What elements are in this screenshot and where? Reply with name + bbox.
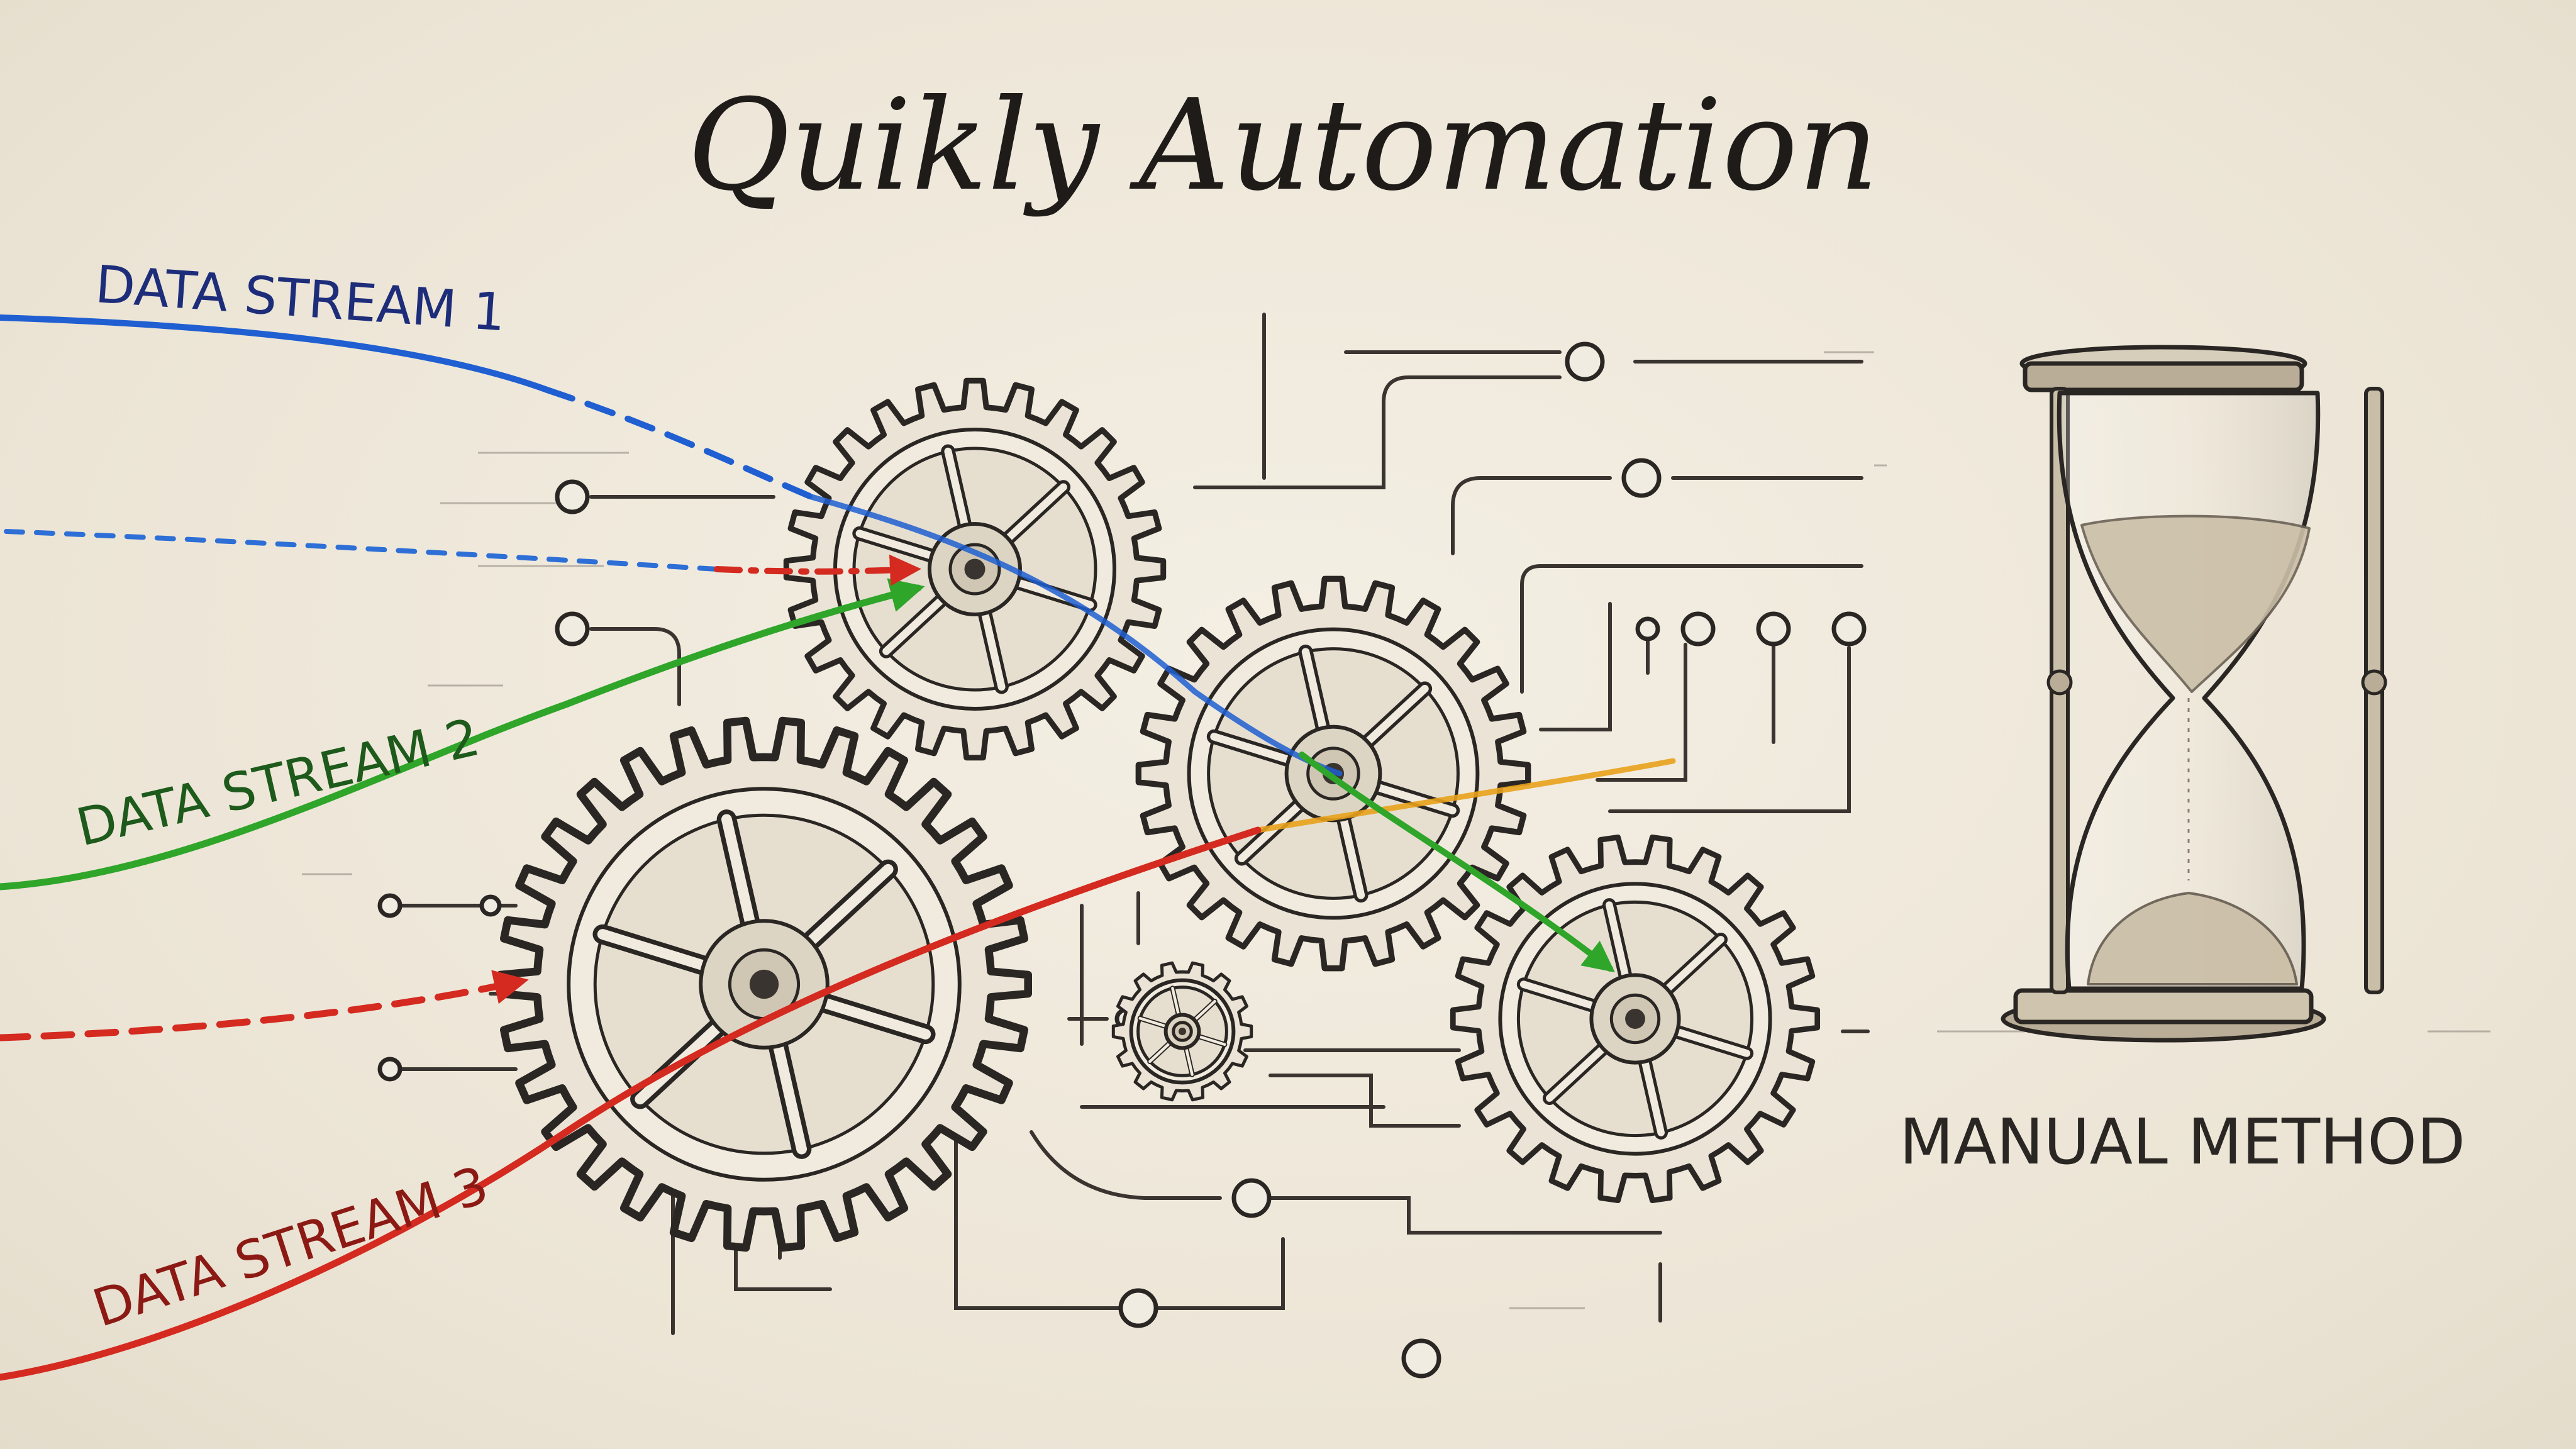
circuit-node-icon xyxy=(1118,1288,1158,1328)
gear-icon xyxy=(496,716,1032,1252)
gear-spoke-highlight xyxy=(597,929,724,976)
stream-3-dashdot-line xyxy=(714,554,921,586)
circuit-node-icon xyxy=(1831,611,1867,647)
gear-icon xyxy=(1111,961,1253,1102)
stream-2-line xyxy=(0,578,925,891)
gear-icon xyxy=(783,377,1167,761)
circuit-trace xyxy=(1451,476,1612,555)
gear-spoke-highlight xyxy=(996,483,1067,550)
faint-guidelines xyxy=(302,351,2490,1309)
circuit-trace xyxy=(1269,1196,1662,1235)
stream-1-dashed-line xyxy=(544,387,814,500)
hourglass-bottom-plate xyxy=(2013,988,2314,1024)
gear-spoke-highlight xyxy=(1301,648,1330,743)
circuit-node-icon xyxy=(1565,341,1605,382)
circuit-node-icon xyxy=(1621,458,1662,498)
gear-spoke-highlight xyxy=(944,447,972,540)
circuit-trace xyxy=(589,627,681,706)
orange-stream-line xyxy=(1255,758,1676,833)
circuit-node-icon xyxy=(555,479,590,514)
data-stream-3 xyxy=(0,554,1262,1381)
circuit-trace xyxy=(1030,1130,1222,1200)
gear-spoke-highlight xyxy=(978,598,1006,691)
gear-icon xyxy=(1450,834,1821,1204)
gear-axle xyxy=(749,969,779,999)
gear-spoke-highlight xyxy=(794,863,894,958)
hourglass-sand-top xyxy=(2080,514,2311,693)
circuit-node-icon xyxy=(479,894,502,917)
gear-spoke-highlight xyxy=(721,814,759,943)
circuit-node-icon xyxy=(377,893,402,918)
circuit-node-icon xyxy=(1680,611,1716,647)
circuit-node-icon xyxy=(1231,1178,1272,1218)
data-stream-1 xyxy=(0,314,1343,777)
circuit-trace xyxy=(954,1124,1121,1310)
hourglass-post-knob xyxy=(2361,669,2387,696)
gear-spoke-highlight xyxy=(1655,936,1724,1001)
gear-spoke-highlight xyxy=(1210,733,1304,767)
hourglass-post-knob xyxy=(2046,669,2073,696)
manual-method-label: MANUAL METHOD xyxy=(1899,1105,2465,1179)
gear-spoke-highlight xyxy=(1606,901,1632,991)
stream-1-line xyxy=(0,314,550,393)
gear-assembly xyxy=(496,377,1821,1252)
gear-axle xyxy=(1178,1027,1187,1036)
stream-1-label: DATA STREAM 1 xyxy=(94,255,508,343)
circuit-trace xyxy=(1269,1074,1461,1128)
stream-2-through-gears xyxy=(1299,752,1615,973)
circuit-node-icon xyxy=(555,611,590,647)
circuit-nodes xyxy=(377,341,1867,1379)
circuit-trace xyxy=(1520,564,1863,694)
hourglass-top-plate xyxy=(2023,361,2304,392)
data-stream-2 xyxy=(0,578,1615,973)
gear-spoke-highlight xyxy=(855,530,947,564)
hourglass-sand-bottom xyxy=(2087,892,2298,985)
stream-3-line xyxy=(0,826,1262,1381)
page-title: Quikly Automation xyxy=(687,72,1879,219)
gear-spoke-highlight xyxy=(1638,1047,1665,1136)
gear-spoke-highlight xyxy=(1363,780,1457,814)
circuit-node-icon xyxy=(377,1057,402,1082)
gear-spoke-highlight xyxy=(769,1025,808,1155)
gear-icon xyxy=(1135,575,1531,972)
stream-1-through-gears xyxy=(808,494,1343,777)
gear-spoke-highlight xyxy=(1519,980,1607,1013)
gear-axle xyxy=(964,558,985,580)
gear-spoke-highlight xyxy=(1355,684,1429,754)
circuit-trace xyxy=(1539,602,1612,731)
gear-spoke-highlight xyxy=(1663,1024,1751,1057)
hourglass-icon xyxy=(2001,345,2387,1043)
stream-3-dashed-line xyxy=(0,970,529,1041)
stream-1-dotted-line xyxy=(4,529,719,572)
gear-spoke-highlight xyxy=(804,992,931,1040)
gear-spoke-highlight xyxy=(882,588,954,655)
stream-2-label: DATA STREAM 2 xyxy=(71,708,485,858)
circuit-trace xyxy=(1596,643,1687,782)
circuit-trace xyxy=(1193,375,1562,489)
circuit-node-icon xyxy=(1756,611,1791,647)
circuit-node-icon xyxy=(1635,616,1660,641)
gear-axle xyxy=(1625,1009,1645,1029)
gear-spoke-highlight xyxy=(1546,1037,1615,1102)
stream-3-label: DATA STREAM 3 xyxy=(86,1155,496,1339)
circuit-trace xyxy=(1155,1237,1285,1310)
circuit-node-icon xyxy=(1401,1338,1441,1379)
gear-spoke-highlight xyxy=(1337,804,1365,899)
circuit-trace xyxy=(1608,646,1851,813)
